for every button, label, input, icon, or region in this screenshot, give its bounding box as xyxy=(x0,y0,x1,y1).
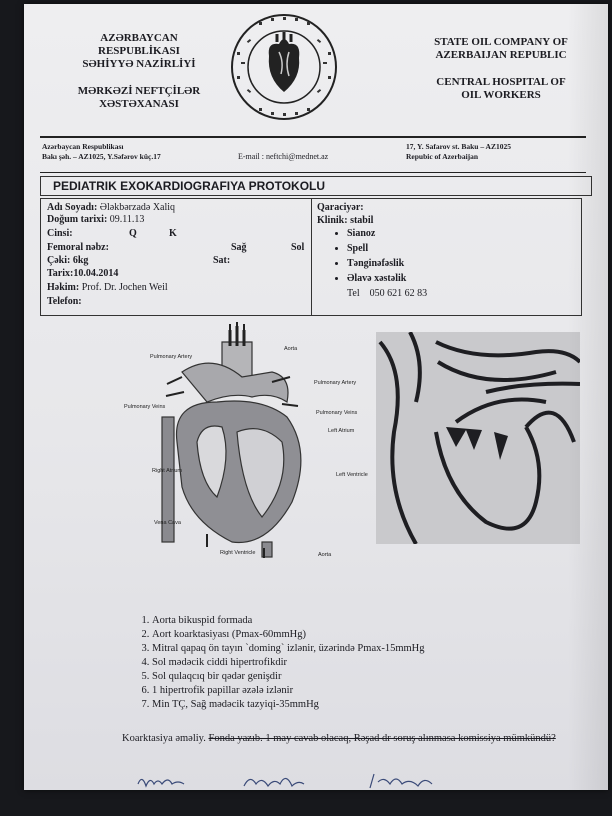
finding-item: Aort koarktasiyası (Pmax-60mmHg) xyxy=(152,628,425,642)
clinical-status: Qaraciyər: Klinik: stabil Sianoz Spell T… xyxy=(317,201,427,300)
label-aorta-bottom: Aorta xyxy=(318,552,332,558)
patient-info-box: Adı Soyadı: Ələkbərzadə Xaliq Doğum tari… xyxy=(40,198,582,316)
ministry-header: AZƏRBAYCAN RESPUBLİKASI SƏHİYYƏ NAZİRLİY… xyxy=(64,32,214,111)
doctor-label: Həkim: xyxy=(47,282,80,293)
weight-label: Çəki: xyxy=(47,255,71,266)
address-line: Bakı şəh. – AZ1025, Y.Səfərov küç.17 xyxy=(42,152,161,161)
clinic-label: Klinik: xyxy=(317,215,348,226)
header-line: MƏRKƏZİ NEFTÇİLƏR xyxy=(77,85,201,97)
femoral-left: Sol xyxy=(291,242,305,253)
tel-value: 050 621 62 83 xyxy=(369,288,428,299)
phone-row: Telefon: xyxy=(47,296,82,308)
name-label: Adı Soyadı: xyxy=(47,202,98,213)
label-pulmonary-artery-right: Pulmonary Artery xyxy=(314,380,356,386)
header-divider xyxy=(40,136,586,138)
dob-value: 09.11.13 xyxy=(109,214,145,225)
tel-label: Tel xyxy=(347,288,360,299)
sex-row: Cinsi: Q K xyxy=(47,228,177,240)
tel-row: Tel 050 621 62 83 xyxy=(317,287,427,300)
symptom-item: Spell xyxy=(347,242,427,257)
date-row: Tarix:10.04.2014 xyxy=(47,268,118,280)
conclusion-text: Koarktasiya əməliy. xyxy=(122,733,206,744)
address-divider xyxy=(40,172,586,173)
name-value: Ələkbərzadə Xaliq xyxy=(99,202,176,213)
sex-option-q: Q xyxy=(129,228,137,239)
protocol-sheet: AZƏRBAYCAN RESPUBLİKASI SƏHİYYƏ NAZİRLİY… xyxy=(24,4,608,790)
sex-label: Cinsi: xyxy=(47,228,73,239)
name-row: Adı Soyadı: Ələkbərzadə Xaliq xyxy=(47,202,175,214)
label-pulmonary-veins-right: Pulmonary Veins xyxy=(316,410,358,416)
femoral-label: Femoral nəbz: xyxy=(47,242,109,253)
weight-row: Çəki: 6kg Sat: xyxy=(47,255,230,267)
header-line: XƏSTƏXANASI xyxy=(99,98,179,110)
header-line: AZERBAIJAN REPUBLIC xyxy=(435,49,567,61)
label-right-ventricle: Right Ventricle xyxy=(220,550,255,556)
femoral-right: Sağ xyxy=(231,242,247,253)
clinic-value: stabil xyxy=(350,215,374,226)
symptom-item: Tənginəfəslik xyxy=(347,257,427,272)
finding-item: Mitral qapaq ön tayın `doming` izlənir, … xyxy=(152,642,425,656)
echocardiogram-image xyxy=(376,332,580,544)
sex-option-k: K xyxy=(169,228,177,239)
email-address: E-mail : neftchi@mednet.az xyxy=(238,152,329,161)
form-title: PEDIATRIK EXOKARDIOGRAFIYA PROTOKOLU xyxy=(40,176,592,196)
finding-item: Sol qulaqcıq bir qədər genişdir xyxy=(152,670,425,684)
header-line: OIL WORKERS xyxy=(461,89,541,101)
label-pulmonary-veins-left: Pulmonary Veins xyxy=(124,404,166,410)
paper-shadow xyxy=(568,4,608,790)
phone-label: Telefon: xyxy=(47,296,82,307)
findings-list: Aorta bikuspid formada Aort koarktasiyas… xyxy=(128,614,425,712)
label-vena-cava: Vena Cava xyxy=(154,520,182,526)
address-en: 17, Y. Safarov st. Baku – AZ1025 Repubic… xyxy=(406,142,511,162)
heart-anatomy-diagram: Aorta Pulmonary Artery Pulmonary Artery … xyxy=(124,322,368,558)
finding-item: Aorta bikuspid formada xyxy=(152,614,425,628)
label-right-atrium: Right Atrium xyxy=(152,468,182,474)
header-line: STATE OIL COMPANY OF xyxy=(434,36,568,48)
header-line: AZƏRBAYCAN xyxy=(100,32,178,44)
date-value: 10.04.2014 xyxy=(73,268,119,279)
label-left-atrium: Left Atrium xyxy=(328,428,355,434)
weight-value: 6kg xyxy=(72,255,89,266)
label-aorta-top: Aorta xyxy=(284,346,298,352)
sat-label: Sat: xyxy=(213,255,231,266)
label-left-ventricle: Left Ventricle xyxy=(336,472,368,478)
address-line: 17, Y. Safarov st. Baku – AZ1025 xyxy=(406,142,511,151)
dob-row: Doğum tarixi: 09.11.13 xyxy=(47,214,144,226)
address-az: Azərbaycan Respublikası Bakı şəh. – AZ10… xyxy=(42,142,161,162)
finding-item: Min TÇ, Sağ mədəcik tazyiqi-35mmHg xyxy=(152,698,425,712)
finding-item: 1 hipertrofik papillar əzələ izlənir xyxy=(152,684,425,698)
header-line: SƏHİYYƏ NAZİRLİYİ xyxy=(82,58,196,70)
conclusion-struck-text: Fonda yazıb. 1 may cavab olacaq, Rəşad d… xyxy=(208,733,556,744)
address-line: Repubic of Azerbaijan xyxy=(406,152,479,161)
liver-label: Qaraciyər: xyxy=(317,202,364,213)
symptom-item: Əlavə xəstəlik xyxy=(347,272,427,287)
symptom-item: Sianoz xyxy=(347,227,427,242)
date-label: Tarix: xyxy=(47,268,74,279)
doctor-value: Prof. Dr. Jochen Weil xyxy=(81,282,168,293)
doctor-row: Həkim: Prof. Dr. Jochen Weil xyxy=(47,282,168,294)
conclusion-note: Koarktasiya əməliy. Fonda yazıb. 1 may c… xyxy=(122,732,572,745)
address-line: Azərbaycan Respublikası xyxy=(42,142,124,151)
symptom-list: Sianoz Spell Tənginəfəslik Əlavə xəstəli… xyxy=(317,227,427,287)
company-header: STATE OIL COMPANY OF AZERBAIJAN REPUBLIC… xyxy=(416,36,586,102)
patient-details: Adı Soyadı: Ələkbərzadə Xaliq Doğum tari… xyxy=(41,199,312,315)
dob-label: Doğum tarixi: xyxy=(47,214,108,225)
label-pulmonary-artery-left: Pulmonary Artery xyxy=(150,354,192,360)
hospital-seal-logo xyxy=(231,14,337,120)
handwritten-signature xyxy=(137,773,433,789)
finding-item: Sol mədəcik ciddi hipertrofikdir xyxy=(152,656,425,670)
header-line: RESPUBLİKASI xyxy=(98,45,180,57)
header-line: CENTRAL HOSPITAL OF xyxy=(436,76,566,88)
femoral-row: Femoral nəbz: Sağ Sol xyxy=(47,242,304,254)
